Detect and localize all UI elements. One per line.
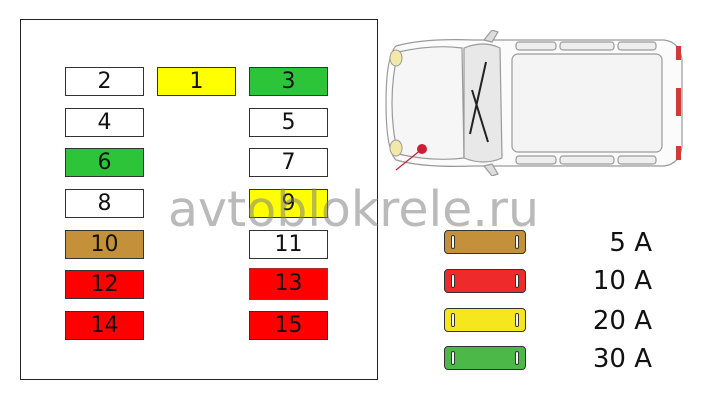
fuse-pin [515,313,519,327]
fuse-label: 11 [274,231,303,257]
fuse-7[interactable]: 7 [249,148,328,177]
fuse-13[interactable]: 13 [249,268,328,300]
fuse-label: 4 [97,109,112,135]
legend-fuse-20a [444,308,526,332]
fuse-pin [451,235,455,249]
fuse-label: 12 [90,271,119,297]
fuse-pin [451,351,455,365]
fuse-8[interactable]: 8 [65,189,144,218]
fuse-14[interactable]: 14 [65,311,144,340]
fuse-pin [515,235,519,249]
fuse-4[interactable]: 4 [65,108,144,137]
fuse-2[interactable]: 2 [65,67,144,96]
fuse-label: 5 [281,109,296,135]
fuse-pin [515,351,519,365]
fuse-6[interactable]: 6 [65,148,144,177]
legend-fuse-30a [444,346,526,370]
fuse-label: 14 [90,312,119,338]
fuse-9[interactable]: 9 [249,189,328,218]
fuse-pin [451,313,455,327]
van-top-view-illustration [385,30,683,176]
legend-label-20a: 20 A [592,306,652,336]
legend-label-10a: 10 A [592,266,652,296]
fuse-5[interactable]: 5 [249,108,328,137]
fuse-1[interactable]: 1 [157,67,236,96]
legend-label-30a: 30 A [592,344,652,374]
fuse-label: 9 [281,190,296,216]
fuse-label: 3 [281,68,296,94]
fuse-label: 15 [274,312,303,338]
fuse-label: 10 [90,231,119,257]
legend-label-5a: 5 A [609,228,652,258]
fuse-pin [515,274,519,288]
legend-fuse-10a [444,269,526,293]
fuse-label: 13 [274,271,303,296]
fuse-11[interactable]: 11 [249,230,328,259]
fuse-15[interactable]: 15 [249,311,328,340]
fuse-pin [451,274,455,288]
fuse-10[interactable]: 10 [65,230,144,259]
fuse-3[interactable]: 3 [249,67,328,96]
fuse-12[interactable]: 12 [65,270,144,299]
fuse-label: 6 [97,149,112,175]
fuse-label: 7 [281,149,296,175]
legend-fuse-5a [444,230,526,254]
fuse-label: 2 [97,68,112,94]
fuse-label: 8 [97,190,112,216]
fuse-label: 1 [189,68,204,94]
